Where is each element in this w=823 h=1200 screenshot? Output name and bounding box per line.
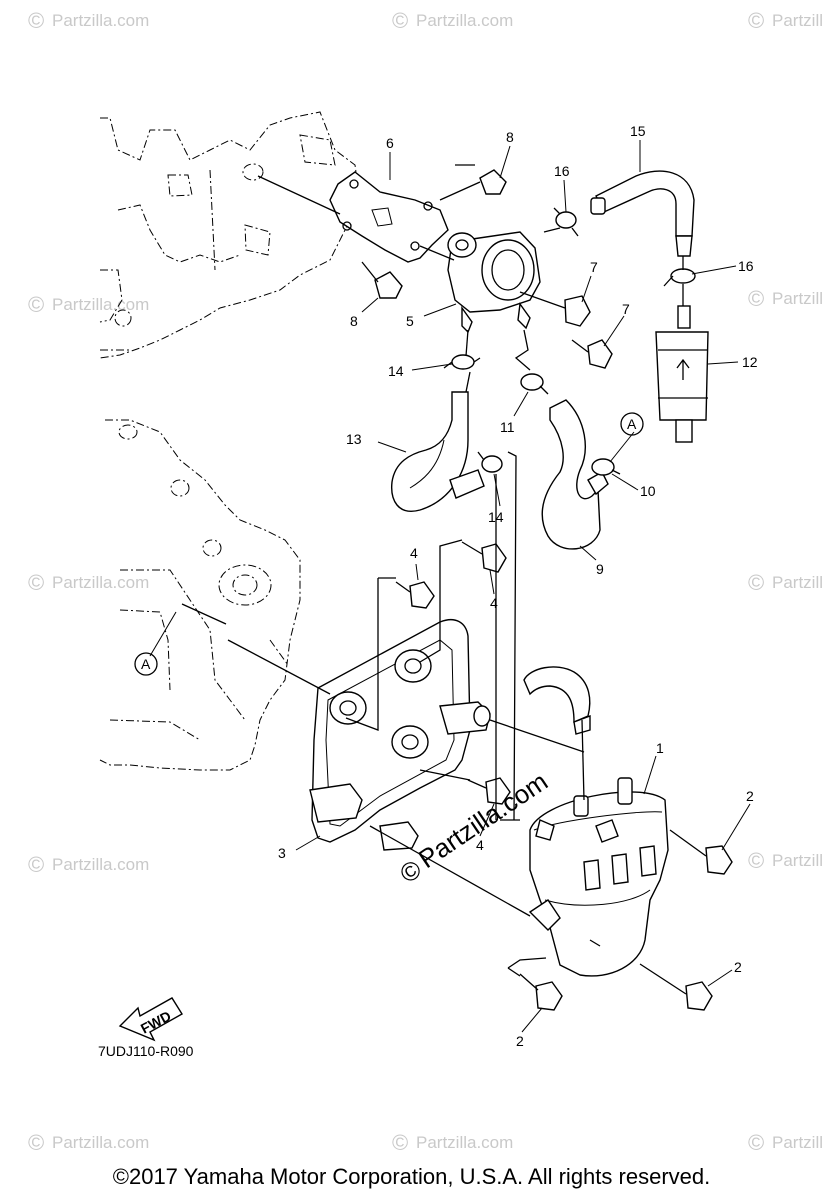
hose-part-9 [541,399,609,550]
svg-text:©: © [392,1130,408,1155]
watermark: © Partzilla.com [28,852,149,877]
bracket-part-6 [329,171,449,263]
ref-marker-a-left: A [134,652,158,676]
watermark: © Partzilla.com [392,8,513,33]
bolt-part-2-a [669,829,733,875]
callout-11: 11 [500,419,515,435]
callout-2: 2 [516,1033,524,1049]
callout-labels: 1 2 2 2 2 3 4 4 4 5 6 7 7 8 8 9 10 11 12… [278,123,758,1049]
clip-part-10 [591,458,621,476]
callout-2: 2 [746,788,754,804]
watermark: © Partzilla.com [748,848,823,873]
svg-text:Partzilla.com: Partzilla.com [772,573,823,592]
diagram-code: 7UDJ110-R090 [98,1043,194,1059]
callout-15: 15 [630,123,646,139]
watermark: © Partzilla.com [28,570,149,595]
callout-8: 8 [350,313,358,329]
engine-outline-upper [99,111,361,359]
bolt-part-7-upper [519,291,591,327]
hose-elbow-small [523,666,591,735]
svg-text:A: A [141,656,151,672]
callout-13: 13 [346,431,362,447]
callout-14: 14 [488,509,504,525]
svg-text:©: © [748,570,764,595]
watermark-layer: © Partzilla.com © Partzilla.com © Partzilla… [28,8,823,1155]
leader-lines [149,140,751,1033]
svg-text:©: © [28,292,44,317]
svg-text:©: © [28,8,44,33]
svg-text:©: © [748,286,764,311]
watermark: © Partzilla.com [748,286,823,311]
clip-part-11 [520,373,549,395]
svg-text:Partzilla.com: Partzilla.com [416,1133,513,1152]
callout-4: 4 [476,837,484,853]
svg-text:©: © [28,570,44,595]
watermark: © Partzilla.com [748,8,823,33]
watermark: © Partzilla.com [28,292,149,317]
bolt-part-4-a [395,581,435,609]
watermark: © Partzilla.com [748,1130,823,1155]
callout-4: 4 [410,545,418,561]
forward-arrow: FWD [118,997,183,1042]
hose-part-13 [391,391,485,512]
clip-part-14-upper [443,354,481,370]
ref-marker-a-right: A [620,412,644,436]
svg-text:©: © [28,852,44,877]
clip-part-14-lower [477,451,503,473]
svg-text:Partzilla.com: Partzilla.com [772,1133,823,1152]
svg-text:Partzilla.com: Partzilla.com [772,289,823,308]
callout-4: 4 [490,595,498,611]
watermark: © Partzilla.com [28,1130,149,1155]
callout-7: 7 [590,259,598,275]
bolt-part-8-lower [361,261,403,299]
svg-text:©: © [748,1130,764,1155]
svg-text:©: © [748,8,764,33]
svg-text:Partzilla.com: Partzilla.com [772,11,823,30]
svg-text:©: © [28,1130,44,1155]
vapor-separator-part-1 [528,777,669,977]
filter-body-part-5 [447,231,541,334]
clip-part-16-lower [663,268,696,287]
svg-text:Partzilla.com: Partzilla.com [52,1133,149,1152]
bolt-part-4-b [461,541,507,573]
callout-3: 3 [278,845,286,861]
inline-fuel-filter-part-12 [655,305,709,443]
callout-14: 14 [388,363,404,379]
engine-outline-lower [99,419,301,771]
svg-text:Partzilla.com: Partzilla.com [416,11,513,30]
assembly-lines [181,164,684,977]
svg-text:Partzilla.com: Partzilla.com [52,855,149,874]
bolt-part-7-lower [571,339,613,369]
svg-text:©: © [392,8,408,33]
bolt-part-8-upper [439,169,507,201]
svg-text:©: © [748,848,764,873]
callout-1: 1 [656,740,664,756]
bolt-part-2-b [639,963,713,1011]
callout-9: 9 [596,561,604,577]
bracket-part-3 [309,618,491,851]
callout-8: 8 [506,129,514,145]
svg-text:Partzilla.com: Partzilla.com [52,573,149,592]
clip-part-16-upper [553,207,579,237]
watermark: © Partzilla.com [392,1130,513,1155]
bolt-part-2-c [519,973,563,1011]
watermark: © Partzilla.com [28,8,149,33]
hose-part-15 [590,170,695,257]
bolt-part-4-c [467,777,511,805]
callout-16: 16 [738,258,754,274]
copyright-notice: ©2017 Yamaha Motor Corporation, U.S.A. A… [112,1164,711,1189]
svg-text:Partzilla.com: Partzilla.com [772,851,823,870]
svg-text:A: A [627,416,637,432]
callout-5: 5 [406,313,414,329]
callout-7: 7 [622,301,630,317]
callout-16: 16 [554,163,570,179]
callout-2: 2 [734,959,742,975]
callout-10: 10 [640,483,656,499]
svg-text:Partzilla.com: Partzilla.com [52,11,149,30]
callout-12: 12 [742,354,758,370]
callout-6: 6 [386,135,394,151]
watermark: © Partzilla.com [748,570,823,595]
svg-text:Partzilla.com: Partzilla.com [52,295,149,314]
